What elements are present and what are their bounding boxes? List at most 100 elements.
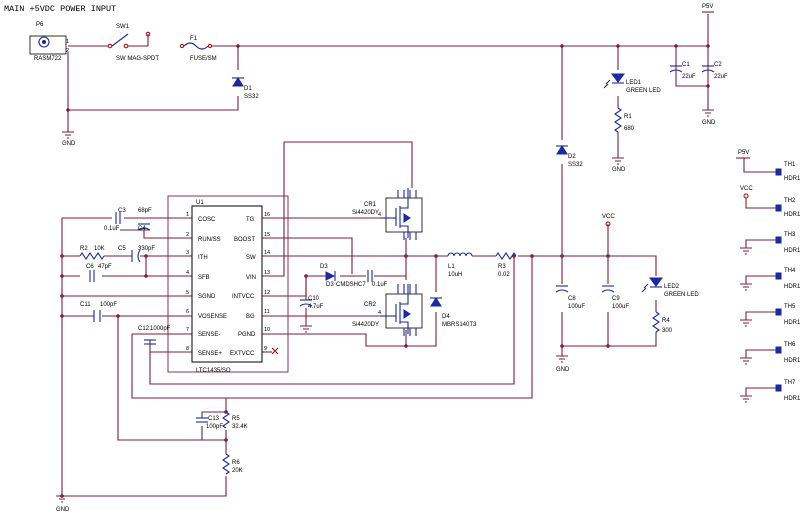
svg-text:D2: D2 — [568, 154, 576, 160]
svg-text:VIN: VIN — [246, 275, 256, 281]
svg-text:47pF: 47pF — [98, 264, 112, 270]
svg-text:D3: D3 — [320, 264, 328, 270]
svg-text:2: 2 — [186, 232, 189, 238]
svg-text:C12: C12 — [138, 326, 150, 332]
svg-text:CR1: CR1 — [364, 202, 377, 208]
svg-text:RASM722: RASM722 — [34, 56, 62, 62]
svg-text:16: 16 — [264, 212, 270, 218]
test-header-th6: TH6 HDR1 — [740, 342, 801, 365]
svg-text:LTC1435/SO: LTC1435/SO — [196, 368, 231, 374]
svg-text:GND: GND — [702, 120, 716, 126]
diode-d4: D4 MBRS140T3 — [430, 297, 477, 328]
svg-text:TH6: TH6 — [784, 342, 796, 348]
svg-text:680: 680 — [624, 126, 635, 132]
svg-text:8: 8 — [186, 346, 189, 352]
net-label-vcc: VCC — [602, 214, 615, 227]
svg-text:C8: C8 — [568, 296, 576, 302]
svg-text:TG: TG — [246, 217, 255, 223]
svg-text:HDR1: HDR1 — [784, 396, 801, 402]
svg-text:SFB: SFB — [198, 275, 210, 281]
svg-text:R3: R3 — [498, 264, 506, 270]
svg-text:300: 300 — [662, 328, 673, 334]
svg-text:1000pF: 1000pF — [150, 326, 171, 332]
svg-text:BG: BG — [246, 314, 255, 320]
svg-text:C11: C11 — [80, 302, 91, 308]
svg-text:D4: D4 — [442, 314, 450, 320]
svg-text:2: 2 — [66, 48, 69, 54]
mosfet-cr2: CR2 Si4420DY 4 — [352, 284, 423, 336]
resistor-r1: R1 680 — [614, 107, 635, 133]
svg-text:HDR1: HDR1 — [784, 320, 801, 326]
svg-text:TH5: TH5 — [784, 304, 796, 310]
svg-text:GREEN LED: GREEN LED — [664, 292, 699, 298]
svg-text:C2: C2 — [714, 62, 722, 68]
capacitor-c13: C13 100pF — [196, 416, 223, 430]
capacitor-c4: 0.1uF C4 — [104, 223, 151, 232]
svg-text:LED1: LED1 — [626, 80, 642, 86]
svg-text:HDR1: HDR1 — [784, 358, 801, 364]
svg-text:4.7uF: 4.7uF — [308, 304, 324, 310]
capacitor-c10: C10 4.7uF — [299, 296, 324, 310]
svg-text:SW: SW — [246, 255, 256, 261]
svg-text:BOOST: BOOST — [234, 237, 255, 243]
test-header-th7: TH7 HDR1 — [740, 380, 801, 403]
svg-text:4: 4 — [186, 270, 189, 276]
ic-u1: U1 LTC1435/SO COSC RUN/SS ITH SFB SGND V… — [167, 195, 289, 374]
svg-text:10K: 10K — [94, 246, 105, 252]
diode-d1: D1 SS32 — [232, 77, 259, 100]
svg-text:VOSENSE: VOSENSE — [198, 314, 227, 320]
net-label-p5v: P5V — [702, 4, 714, 13]
svg-text:13: 13 — [264, 270, 270, 276]
resistor-r6: R6 20K — [222, 453, 243, 475]
svg-text:GND: GND — [56, 507, 70, 513]
test-header-th3: TH3 HDR1 — [740, 232, 801, 255]
resistor-r2: R2 10K — [79, 246, 105, 260]
svg-text:U1: U1 — [196, 200, 204, 206]
svg-text:R1: R1 — [624, 114, 632, 120]
svg-text:32.4K: 32.4K — [232, 424, 248, 430]
svg-text:D3: D3 — [326, 282, 334, 288]
svg-text:5: 5 — [186, 290, 189, 296]
svg-text:Si4420DY: Si4420DY — [352, 210, 379, 216]
svg-text:0.1uF: 0.1uF — [372, 282, 388, 288]
resistor-r4: R4 300 — [652, 311, 673, 334]
capacitor-c1: C1 22uF — [669, 62, 696, 80]
svg-text:FUSE/SM: FUSE/SM — [190, 56, 217, 62]
svg-text:INTVCC: INTVCC — [232, 294, 255, 300]
svg-text:TH7: TH7 — [784, 380, 796, 386]
capacitor-c2: C2 22uF — [701, 62, 728, 80]
svg-text:10: 10 — [264, 327, 270, 333]
test-header-th2: VCC TH2 HDR1 — [740, 186, 801, 218]
svg-text:20K: 20K — [232, 468, 243, 474]
svg-text:SS32: SS32 — [244, 94, 259, 100]
svg-text:SW MAG-SPDT: SW MAG-SPDT — [116, 56, 159, 62]
svg-text:TH1: TH1 — [784, 162, 796, 168]
svg-text:C5: C5 — [118, 246, 126, 252]
switch-sw1: SW1 SW MAG-SPDT — [107, 24, 159, 62]
inductor-l1: L1 10uH — [447, 252, 473, 278]
svg-text:15: 15 — [264, 232, 270, 238]
svg-text:100uF: 100uF — [612, 304, 629, 310]
svg-text:C10: C10 — [308, 296, 320, 302]
svg-text:RUN/SS: RUN/SS — [198, 237, 221, 243]
svg-text:9: 9 — [264, 346, 267, 352]
svg-text:HDR1: HDR1 — [784, 212, 801, 218]
test-header-th5: TH5 HDR1 — [740, 304, 801, 327]
svg-text:1: 1 — [186, 212, 189, 218]
svg-text:R4: R4 — [662, 318, 670, 324]
svg-text:P6: P6 — [36, 22, 44, 28]
svg-text:4: 4 — [378, 212, 381, 218]
svg-text:CR2: CR2 — [364, 302, 377, 308]
led-led1: LED1 GREEN LED — [603, 73, 661, 94]
svg-text:VCC: VCC — [602, 214, 615, 220]
svg-text:PGND: PGND — [238, 332, 256, 338]
svg-text:TH2: TH2 — [784, 198, 796, 204]
svg-text:12: 12 — [264, 290, 270, 296]
capacitor-c11: C11 100pF — [80, 302, 117, 322]
svg-text:10uH: 10uH — [448, 272, 462, 278]
connector-p6: P6 RASM722 1 2 — [29, 22, 69, 62]
resistor-r3: R3 0.02 — [495, 252, 517, 278]
svg-text:L1: L1 — [448, 264, 455, 270]
ground-symbols: GND GND GND GND GND — [56, 109, 716, 513]
